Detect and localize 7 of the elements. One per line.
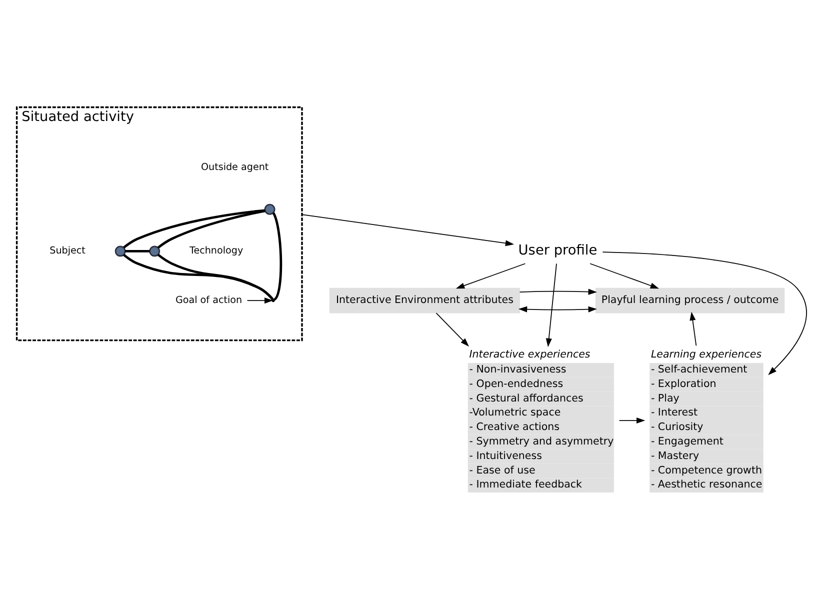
node-label: Learning experiences — [650, 348, 762, 360]
node-label: Outside agent — [200, 162, 269, 174]
node-text: User profile — [518, 242, 598, 259]
node-label: Subject — [50, 246, 86, 257]
node-label: Interactive experiences — [469, 348, 590, 360]
node-label: Technology — [189, 246, 244, 257]
node-text: Goal of action — [175, 295, 242, 306]
